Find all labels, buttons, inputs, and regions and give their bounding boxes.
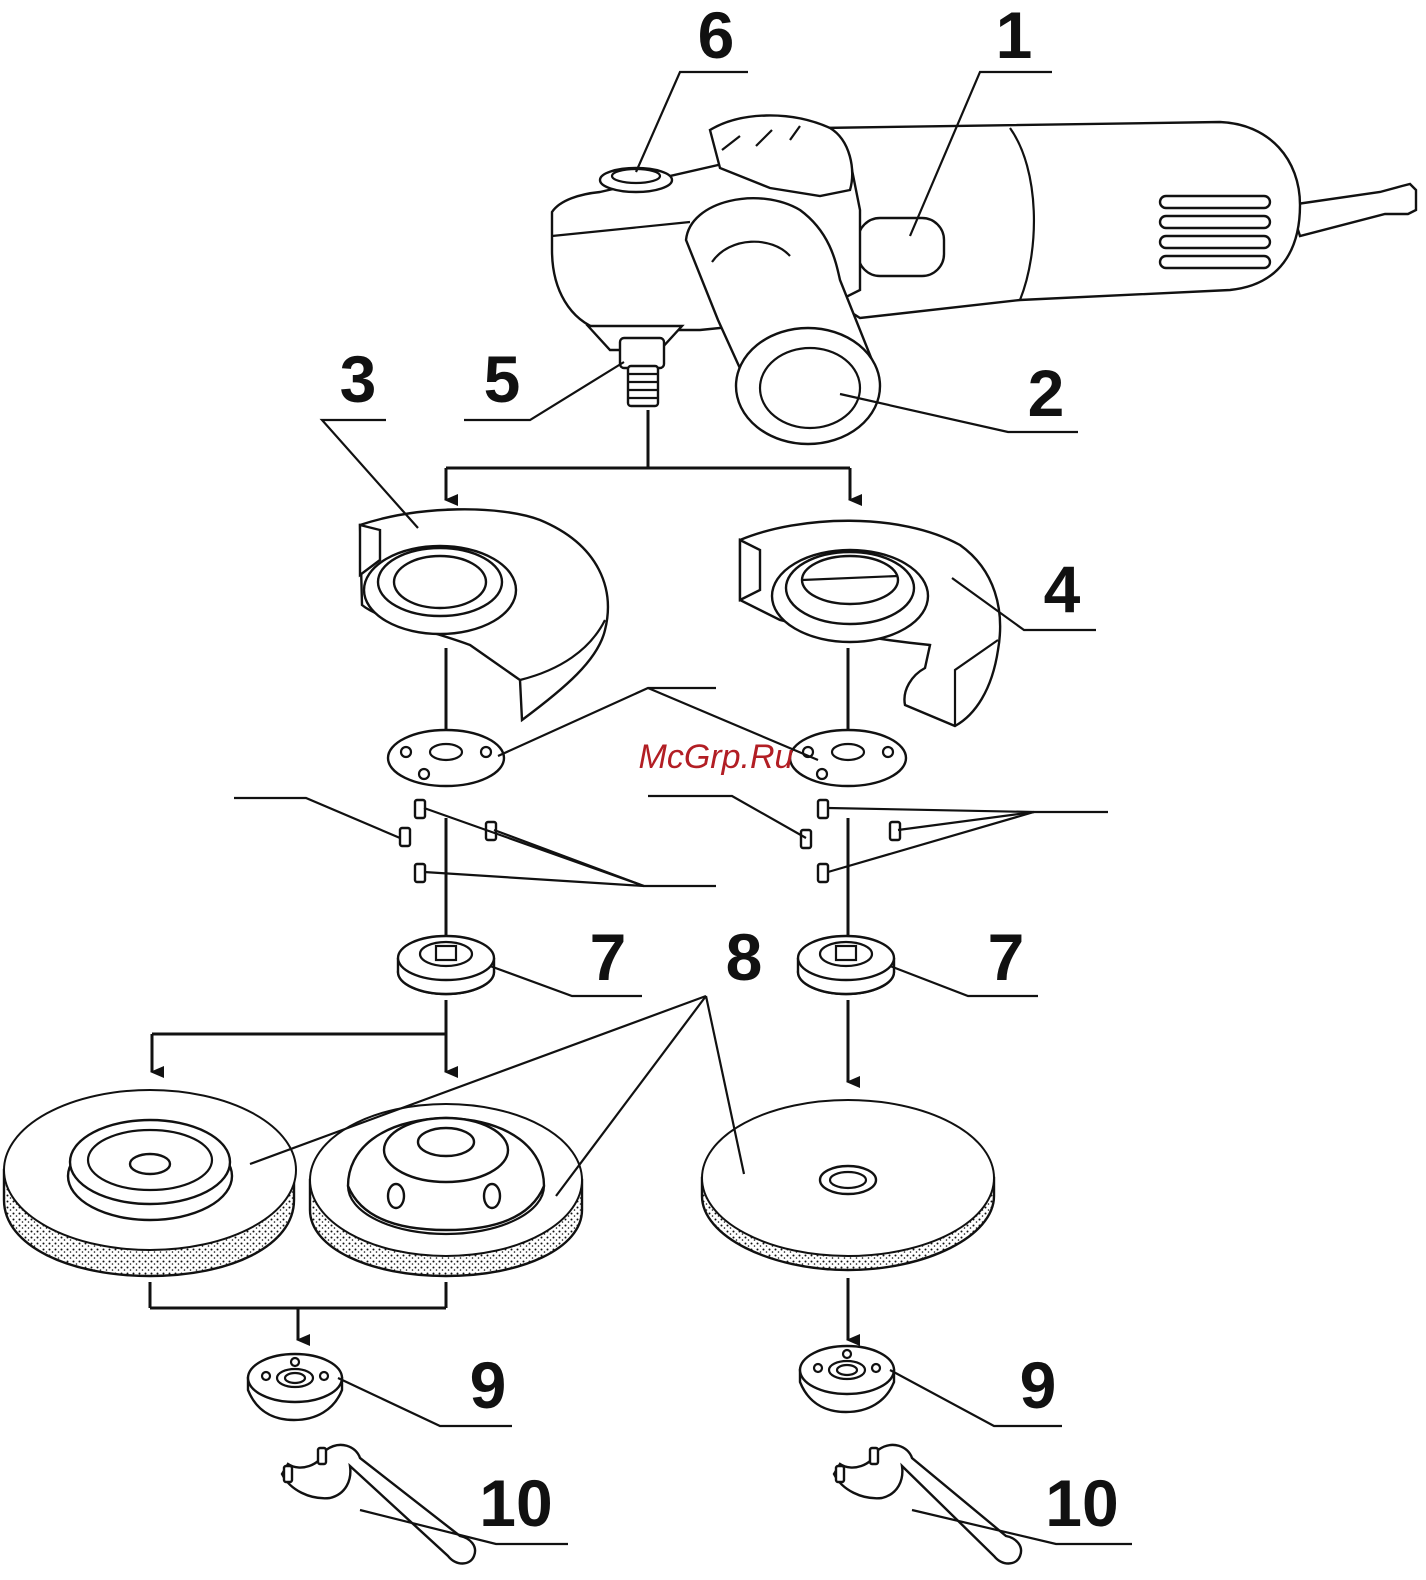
label-3: 3 (340, 342, 377, 416)
label-6: 6 (698, 0, 735, 72)
cutting-guard (740, 521, 1000, 726)
angle-grinder-body (552, 115, 1416, 444)
label-4: 4 (1044, 552, 1081, 626)
inner-flange-right (798, 936, 894, 994)
watermark-text: McGrp.Ru (639, 738, 794, 776)
grinding-disc-cup (310, 1104, 582, 1276)
label-9-left: 9 (470, 1348, 507, 1422)
label-2: 2 (1028, 356, 1065, 430)
label-7-right: 7 (988, 920, 1025, 994)
flow-lines-bottom (150, 1278, 848, 1340)
pin-wrench-right (834, 1445, 1021, 1564)
label-1: 1 (996, 0, 1033, 72)
spindle-thread (620, 338, 664, 406)
clamping-nut-right (800, 1346, 894, 1412)
cutting-disc (702, 1100, 994, 1270)
clamp-plate-left (388, 730, 504, 786)
label-10-left: 10 (479, 1466, 552, 1540)
label-8: 8 (726, 920, 763, 994)
pin-wrench-left (282, 1445, 475, 1564)
screws-right (801, 800, 900, 882)
inner-flange-left (398, 936, 494, 994)
power-switch (858, 218, 944, 276)
clamp-plate-right (790, 730, 906, 786)
label-5: 5 (484, 342, 521, 416)
label-10-right: 10 (1045, 1466, 1118, 1540)
label-9-right: 9 (1020, 1348, 1057, 1422)
clamping-nut-left (248, 1354, 342, 1420)
screws-left (400, 800, 496, 882)
grinding-disc-flat (4, 1090, 296, 1276)
label-7-left: 7 (590, 920, 627, 994)
grinding-guard (360, 509, 608, 720)
flow-lines-middle (152, 1000, 848, 1082)
